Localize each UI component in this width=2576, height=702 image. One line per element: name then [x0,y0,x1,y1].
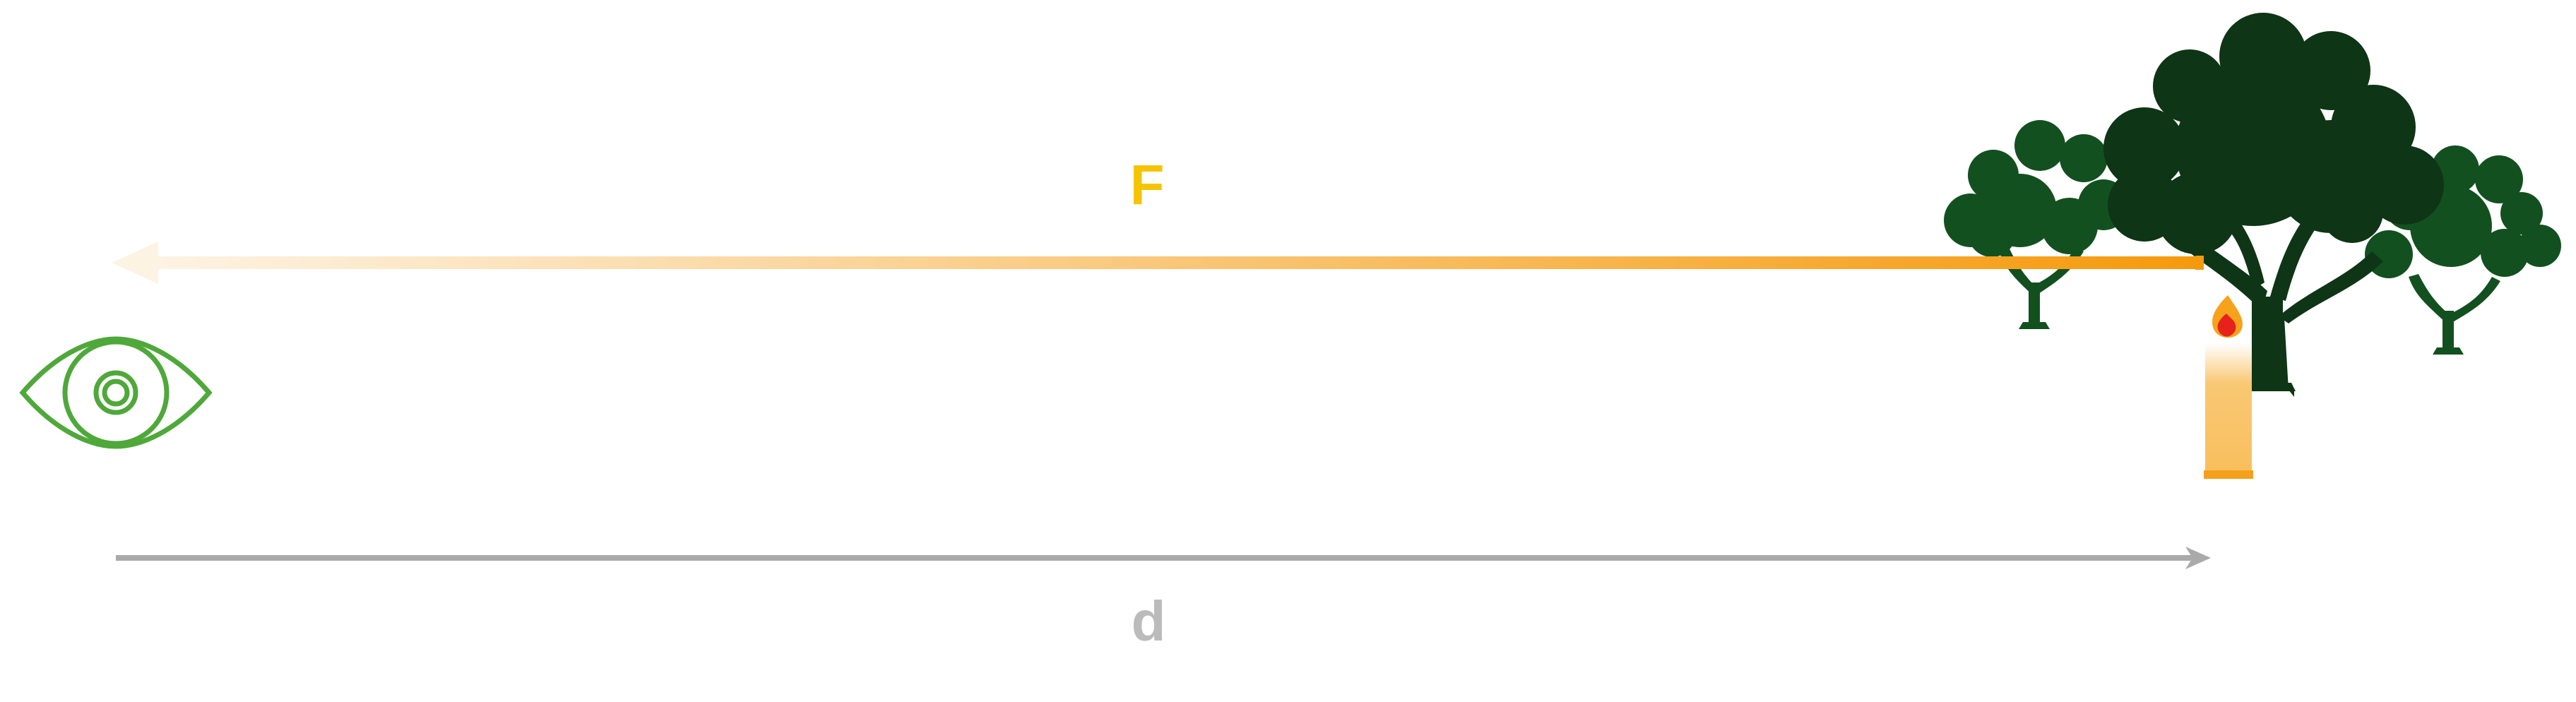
eye-icon [19,336,213,449]
flux-label: F [1130,153,1165,216]
flux-arrow [112,242,2204,284]
distance-label: d [1132,590,1166,653]
distance-arrow [116,547,2211,569]
candle-icon [2204,295,2253,479]
tree-icon [2103,13,2444,397]
